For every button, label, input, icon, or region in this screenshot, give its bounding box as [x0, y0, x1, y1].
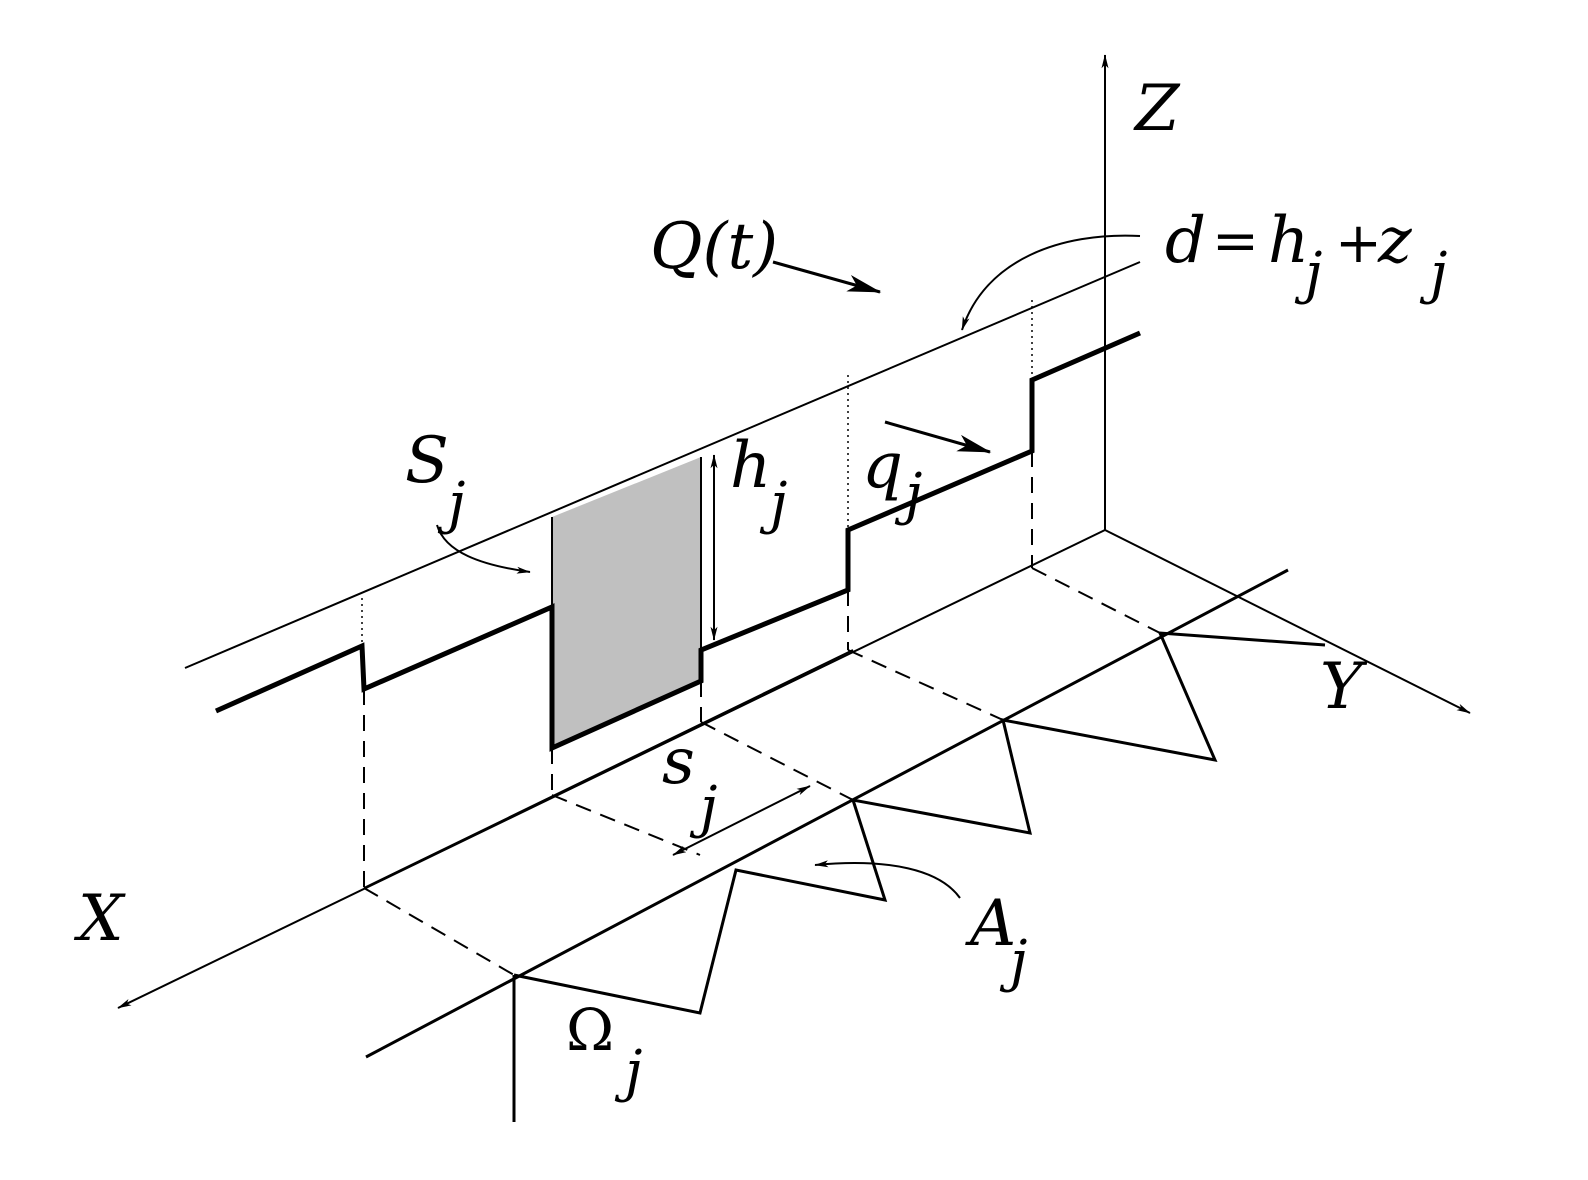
d-plus: + [1335, 211, 1382, 276]
h-label: h [730, 429, 771, 503]
cross-section-zigzag [513, 631, 1326, 1015]
ground-rail [363, 649, 854, 889]
omega-label: Ω [566, 996, 614, 1064]
reference-level-line [184, 261, 1141, 669]
dashed-cross-2 [551, 794, 701, 856]
qj-flow-arrow [884, 420, 992, 454]
z-axis-label: Z [1133, 72, 1181, 146]
dashed-cross-1 [363, 887, 515, 976]
sj-dimension-arrow [672, 785, 811, 856]
x-axis-label: X [73, 882, 126, 956]
dashed-cross-3 [700, 721, 854, 801]
a-label: A [965, 887, 1016, 961]
q-label: Q(t) [650, 210, 778, 284]
aj-pointer-arrow [814, 860, 961, 899]
d-z-subscript: j [1419, 241, 1447, 306]
d-equals: = [1212, 209, 1259, 274]
dashed-cross-4 [847, 649, 1004, 721]
dashed-cross-5 [1031, 567, 1161, 634]
x-axis [117, 529, 1106, 1009]
q-pointer-arrow [772, 260, 882, 294]
q-lower-label: q [862, 429, 903, 503]
y-axis [1104, 529, 1471, 714]
s-upper-label: S [405, 424, 449, 498]
d-pointer-arrow [961, 234, 1141, 331]
omega-subscript: j [614, 1039, 642, 1104]
sj-pointer-arrow [436, 524, 531, 574]
main-rail [365, 568, 1289, 1059]
s-lower-label: s [662, 725, 695, 799]
d-z-term: z [1377, 204, 1413, 278]
y-axis-label: Y [1320, 650, 1368, 724]
d-label: d [1165, 204, 1206, 278]
shaded-gate-area [552, 457, 701, 748]
d-h-term: h [1268, 204, 1309, 278]
